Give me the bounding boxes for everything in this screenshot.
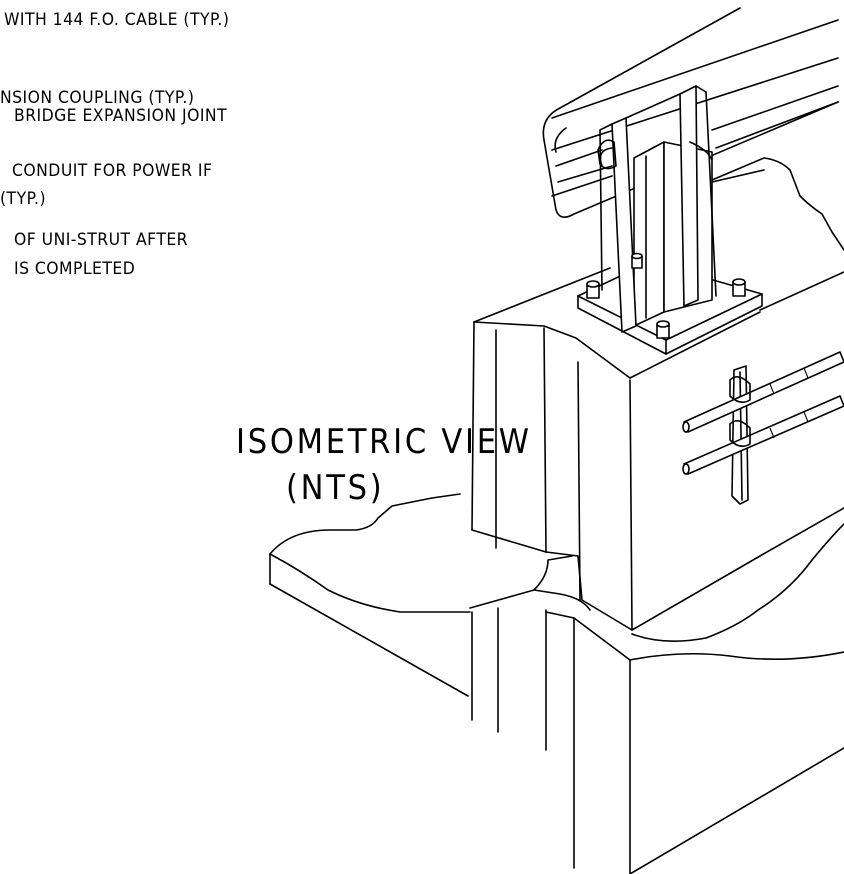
rail-bracket [597, 139, 617, 170]
deck-break-line [711, 157, 844, 251]
anchor-bolt-back [631, 252, 643, 269]
view-scale: (NTS) [286, 468, 385, 508]
lower-barrier-block [471, 607, 844, 874]
note-completed: IS COMPLETED [14, 259, 136, 279]
note-fo-cable: WITH 144 F.O. CABLE (TYP.) [4, 10, 230, 30]
conduit-assembly [682, 351, 844, 505]
note-typ: (TYP.) [0, 189, 47, 209]
anchor-bolt-front [656, 320, 670, 339]
note-conduit-power: CONDUIT FOR POWER IF [12, 161, 213, 181]
upper-barrier-block [471, 267, 844, 631]
note-expansion-coupling: NSION COUPLING (TYP.) [0, 88, 195, 108]
anchor-bolt-right [732, 278, 746, 297]
note-uni-strut: OF UNI-STRUT AFTER [14, 230, 189, 250]
anchor-bolt-left [586, 280, 600, 299]
barrier-post [577, 85, 763, 355]
view-title: ISOMETRIC VIEW [236, 422, 532, 462]
deck-slab [269, 493, 844, 697]
note-bridge-expansion-joint: BRIDGE EXPANSION JOINT [14, 106, 228, 126]
